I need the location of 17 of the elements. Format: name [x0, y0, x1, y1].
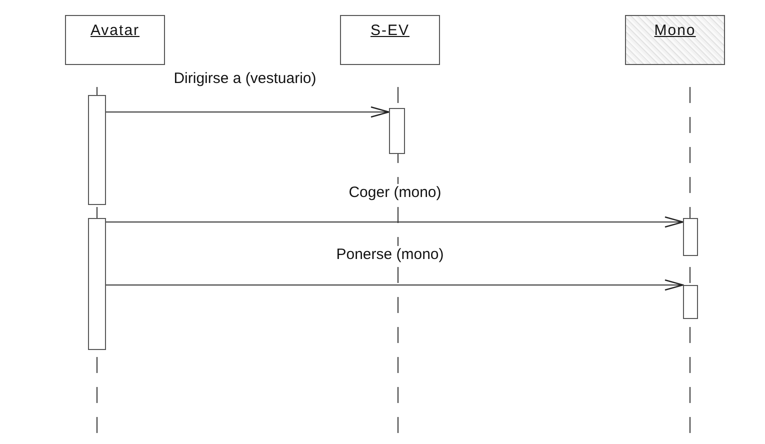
message-arrow	[106, 106, 390, 118]
message-arrow	[106, 279, 684, 291]
message-label: Coger (mono)	[346, 184, 444, 201]
activation-bar	[88, 95, 106, 205]
lifeline-header-box	[65, 15, 165, 65]
activation-bar	[88, 218, 106, 350]
object-name: Avatar	[90, 22, 140, 41]
object-name: Mono	[654, 22, 696, 41]
message-arrow	[106, 216, 684, 228]
lifeline-header-box	[340, 15, 440, 65]
activation-bar	[389, 108, 405, 154]
activation-bar	[683, 285, 698, 319]
activation-bar	[683, 218, 698, 256]
object-name: S-EV	[370, 22, 410, 41]
message-label: Dirigirse a (vestuario)	[172, 70, 318, 87]
lifeline-header-box	[625, 15, 725, 65]
message-label: Ponerse (mono)	[334, 246, 446, 263]
